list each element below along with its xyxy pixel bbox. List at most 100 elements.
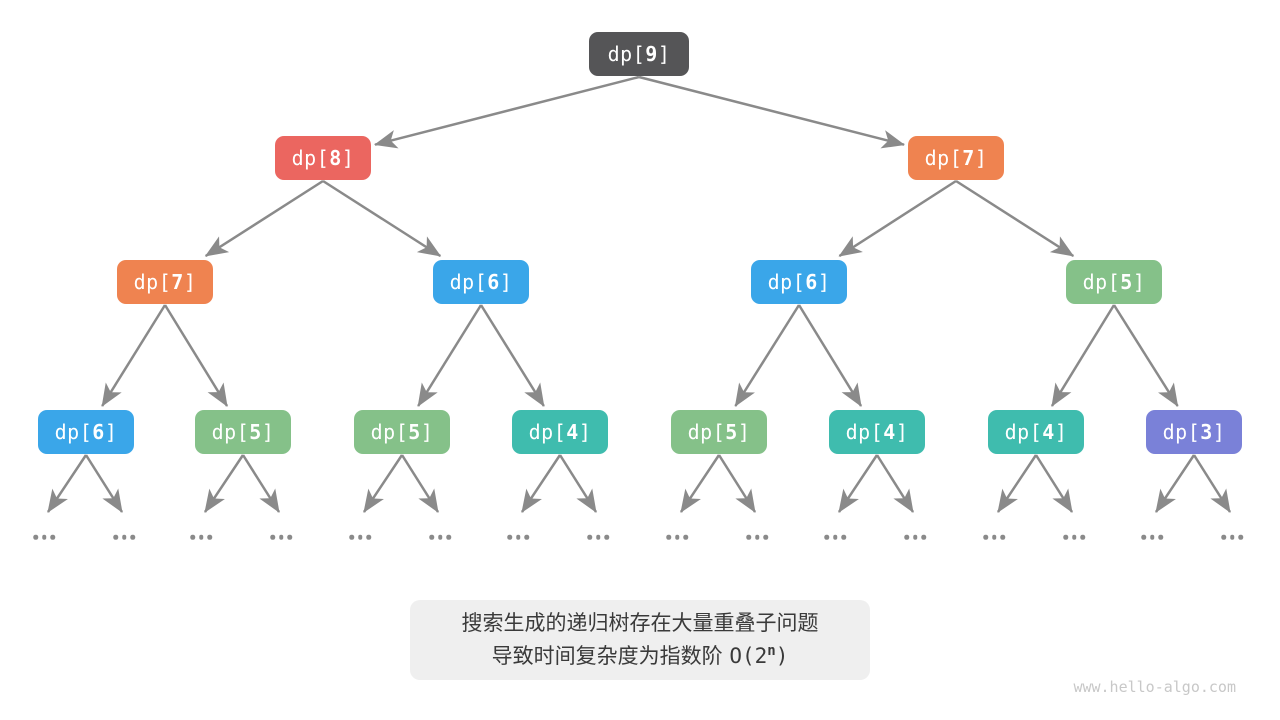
ellipsis-dot: [190, 534, 195, 540]
ellipsis-dot: [754, 534, 760, 540]
tree-edge: [838, 179, 957, 258]
ellipsis: [587, 534, 609, 540]
tree-node-dp-6: dp[6]: [751, 260, 847, 304]
ellipsis-dot: [1141, 534, 1146, 540]
tree-edge: [955, 179, 1075, 258]
tree-edge: [84, 454, 124, 513]
tree-node-dp-5: dp[5]: [1066, 260, 1162, 304]
tree-edge: [679, 454, 721, 513]
ellipsis-dot: [674, 534, 680, 540]
ellipsis-dot: [515, 534, 521, 540]
tree-edge: [203, 454, 245, 513]
tree-edge: [1154, 454, 1196, 513]
ellipsis-dot: [604, 534, 609, 540]
ellipsis: [507, 534, 529, 540]
tree-node-dp-5: dp[5]: [354, 410, 450, 454]
tree-edge: [1050, 304, 1116, 407]
tree-edge: [241, 454, 281, 513]
tree-edge: [797, 304, 863, 407]
tree-edge: [46, 454, 88, 513]
tree-edge: [373, 75, 640, 149]
ellipsis-dot: [121, 534, 127, 540]
ellipsis-dot: [1229, 534, 1235, 540]
ellipsis-dot: [1158, 534, 1163, 540]
tree-edge: [996, 454, 1038, 513]
tree-edge: [1192, 454, 1232, 513]
ellipsis-dot: [130, 534, 135, 540]
tree-edge: [520, 454, 562, 513]
ellipsis: [429, 534, 451, 540]
ellipsis-dot: [270, 534, 275, 540]
ellipsis: [904, 534, 926, 540]
ellipsis: [1063, 534, 1085, 540]
tree-edge: [717, 454, 757, 513]
tree-node-dp-5: dp[5]: [671, 410, 767, 454]
ellipsis-dot: [1000, 534, 1005, 540]
ellipsis-dot: [349, 534, 354, 540]
ellipsis-dot: [832, 534, 838, 540]
tree-edge: [638, 75, 906, 149]
ellipsis-dot: [524, 534, 529, 540]
tree-node-dp-6: dp[6]: [38, 410, 134, 454]
ellipsis-dot: [357, 534, 363, 540]
tree-node-dp-9: dp[9]: [589, 32, 689, 76]
ellipsis-dot: [1238, 534, 1243, 540]
ellipsis: [190, 534, 212, 540]
ellipsis: [113, 534, 135, 540]
tree-node-dp-5: dp[5]: [195, 410, 291, 454]
ellipsis-dot: [666, 534, 671, 540]
ellipsis-dot: [41, 534, 47, 540]
ellipsis-dot: [1080, 534, 1085, 540]
watermark: www.hello-algo.com: [1073, 678, 1236, 696]
ellipsis-dot: [904, 534, 909, 540]
tree-node-dp-4: dp[4]: [829, 410, 925, 454]
tree-edge: [875, 454, 915, 513]
ellipsis-dot: [921, 534, 926, 540]
caption-line1: 搜索生成的递归树存在大量重叠子问题: [461, 611, 819, 635]
ellipsis-dot: [198, 534, 204, 540]
ellipsis-dot: [437, 534, 443, 540]
ellipsis-dot: [1221, 534, 1226, 540]
tree-node-dp-8: dp[8]: [275, 136, 371, 180]
tree-node-dp-7: dp[7]: [908, 136, 1004, 180]
ellipsis-dot: [991, 534, 997, 540]
tree-node-dp-4: dp[4]: [512, 410, 608, 454]
tree-edge: [1034, 454, 1074, 513]
tree-node-dp-4: dp[4]: [988, 410, 1084, 454]
ellipsis: [746, 534, 768, 540]
tree-edge: [558, 454, 598, 513]
ellipsis: [33, 534, 55, 540]
tree-edge: [734, 304, 801, 407]
ellipsis-dot: [595, 534, 601, 540]
tree-edge: [362, 454, 404, 513]
ellipsis-dot: [763, 534, 768, 540]
tree-edge: [163, 304, 229, 407]
ellipsis-dot: [366, 534, 371, 540]
ellipsis-dot: [841, 534, 846, 540]
ellipsis-dot: [1149, 534, 1155, 540]
ellipsis: [1141, 534, 1163, 540]
ellipsis-dot: [33, 534, 38, 540]
ellipsis-dot: [278, 534, 284, 540]
ellipsis-dot: [429, 534, 434, 540]
ellipsis-dot: [507, 534, 512, 540]
ellipsis: [824, 534, 846, 540]
ellipsis: [270, 534, 292, 540]
ellipsis: [349, 534, 371, 540]
ellipsis: [666, 534, 688, 540]
tree-node-dp-3: dp[3]: [1146, 410, 1242, 454]
caption-line2-text: 导致时间复杂度为指数阶: [491, 644, 730, 668]
tree-edge: [400, 454, 440, 513]
tree-edge: [204, 179, 324, 258]
tree-edge: [322, 179, 442, 258]
caption-line2: 导致时间复杂度为指数阶 O(2n): [492, 640, 789, 673]
tree-edge: [1112, 304, 1179, 407]
ellipsis-dot: [446, 534, 451, 540]
tree-edge: [837, 454, 879, 513]
ellipsis-dot: [912, 534, 918, 540]
tree-node-dp-6: dp[6]: [433, 260, 529, 304]
ellipsis: [1221, 534, 1243, 540]
ellipsis-dot: [683, 534, 688, 540]
complexity-formula: O(2n): [729, 643, 789, 668]
